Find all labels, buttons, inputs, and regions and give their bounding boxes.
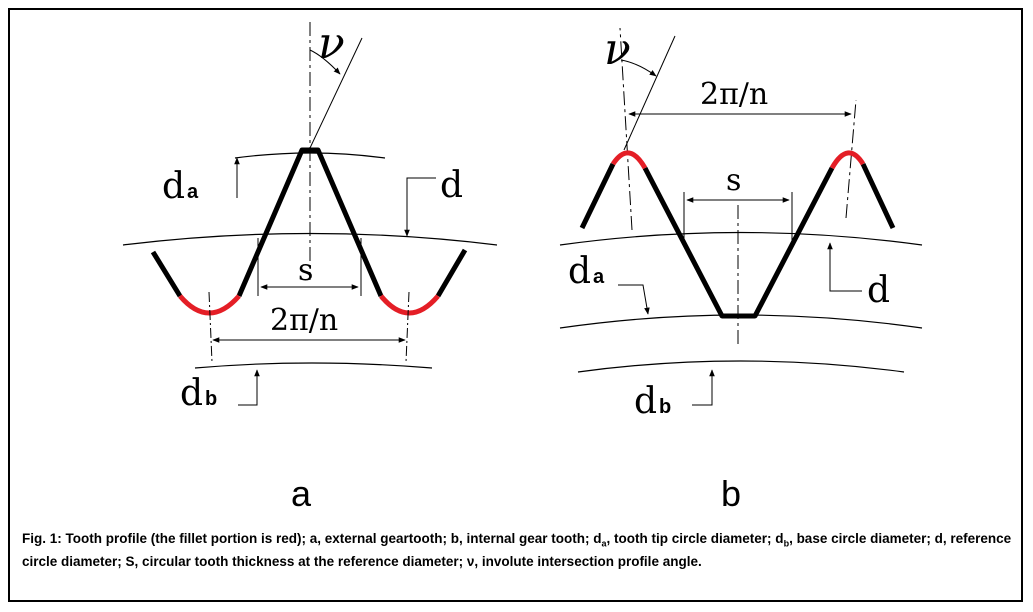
pitch-label-b: 2π/n — [700, 77, 768, 112]
center-left-b — [619, 27, 633, 231]
s-label-a: s — [298, 253, 313, 288]
figure-caption: Fig. 1: Tooth profile (the fillet portio… — [22, 531, 1012, 569]
pitch-ext-left-a — [208, 291, 213, 363]
fillet-right-b — [829, 150, 866, 170]
nu-label-a: ν — [318, 18, 345, 69]
center-right-b — [845, 99, 857, 219]
nu-arc-a — [309, 49, 341, 75]
da-leader-b — [618, 284, 650, 315]
db-leader-b — [692, 369, 715, 406]
panel-label-a: a — [291, 473, 312, 514]
d-label-a: d — [440, 165, 463, 206]
pitch-ext-right-a — [405, 291, 410, 363]
figure-frame — [8, 8, 1023, 602]
base-circle-a — [194, 362, 433, 369]
fillet-right-a — [379, 294, 440, 316]
db-leader-a — [238, 369, 260, 406]
d-leader-b — [827, 242, 862, 292]
reference-circle-b — [559, 231, 923, 246]
base-circle-b — [577, 360, 905, 373]
panel-label-b: b — [721, 473, 741, 514]
nu-label-b: ν — [604, 24, 631, 75]
nu-arc-b — [620, 59, 657, 77]
d-leader-a — [404, 177, 436, 237]
fillet-left-b — [610, 150, 648, 170]
fillet-left-a — [178, 294, 241, 316]
d-label-b: d — [867, 270, 890, 311]
pitch-label-a: 2π/n — [270, 303, 338, 338]
nu-line-b — [623, 35, 676, 151]
tooth-profile-a — [150, 147, 468, 298]
nu-line-a — [309, 37, 363, 149]
s-label-b: s — [726, 163, 741, 198]
